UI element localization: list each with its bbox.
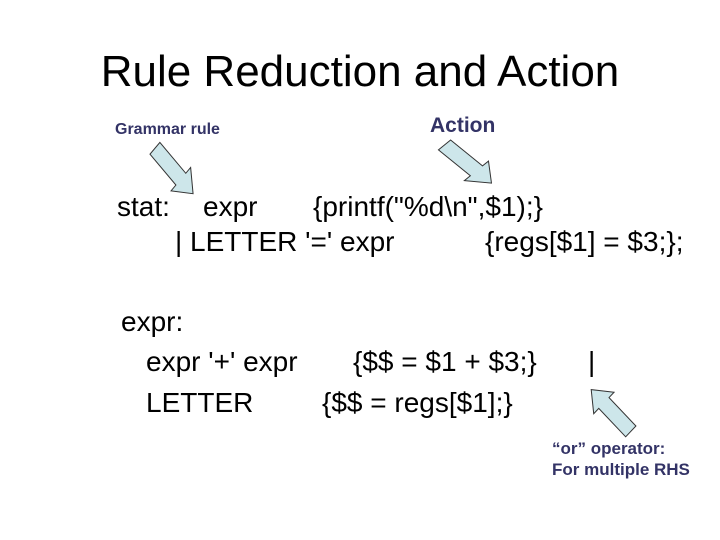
code-or-pipe: |	[588, 346, 596, 377]
or-note-line2: For multiple RHS	[552, 460, 690, 479]
code-expr-rhs: expr '+' expr	[146, 346, 298, 377]
or-note-line1: “or” operator:	[552, 439, 666, 458]
slide-title: Rule Reduction and Action	[100, 47, 620, 96]
code-expr-action: {$$ = $1 + $3;}	[353, 346, 537, 377]
code-expr-alt-rhs: LETTER	[146, 387, 254, 418]
action-arrow-down-right-icon	[436, 138, 500, 190]
code-stat-alt-action: {regs[$1] = $3;};	[485, 226, 684, 257]
arrow-polygon	[591, 390, 636, 437]
code-stat-rhs: expr	[203, 191, 258, 222]
arrow-polygon	[150, 142, 193, 193]
or-operator-note: “or” operator: For multiple RHS	[552, 438, 690, 480]
arrow-polygon	[438, 140, 491, 183]
code-stat-action: {printf("%d\n",$1);}	[313, 191, 544, 222]
code-stat-alt-rhs: | LETTER '=' expr	[175, 226, 395, 257]
or-operator-arrow-up-left-icon	[584, 382, 638, 439]
code-expr-lhs: expr:	[121, 306, 184, 337]
grammar-rule-label: Grammar rule	[115, 121, 220, 138]
grammar-rule-arrow-down-right-icon	[148, 140, 200, 202]
code-expr-alt-action: {$$ = regs[$1];}	[322, 387, 513, 418]
code-stat-lhs: stat:	[117, 191, 170, 222]
action-label: Action	[430, 114, 496, 137]
